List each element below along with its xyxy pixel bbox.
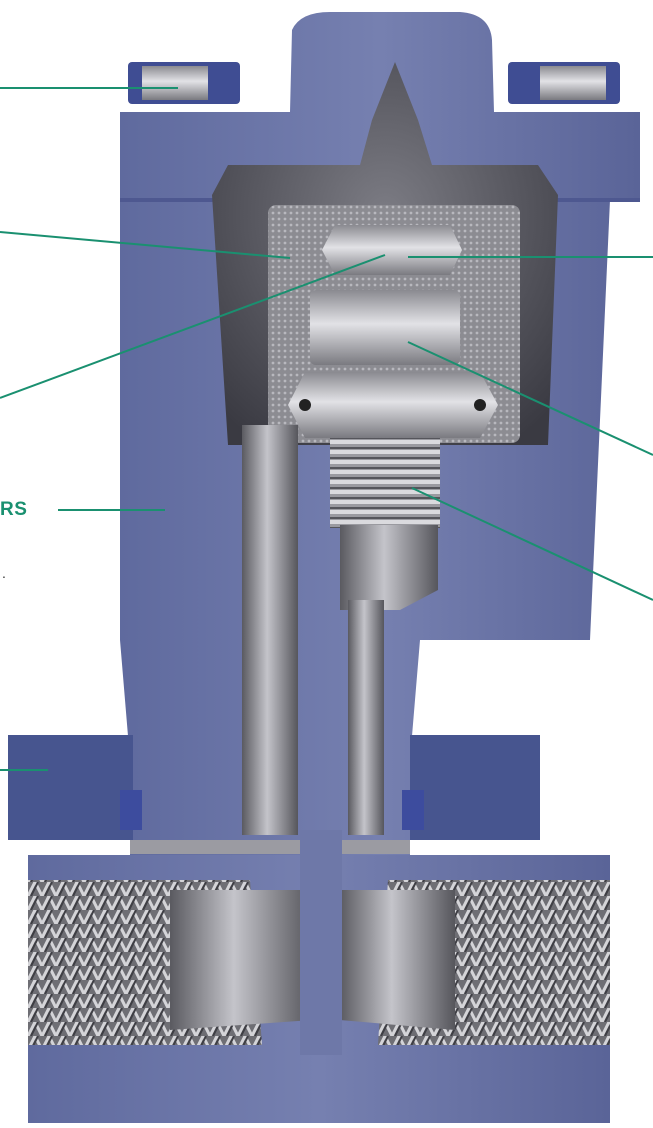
leader-stem-right: [411, 487, 653, 601]
stem-body: [340, 525, 438, 610]
center-web: [300, 830, 342, 1055]
upper-nut: [322, 225, 462, 275]
callout-label-fragment: RS: [0, 499, 28, 520]
outlet-elbow: [340, 890, 455, 1030]
leader-collar-right: [407, 341, 653, 456]
leader-strainer: [0, 231, 291, 259]
gasket-right: [402, 790, 424, 830]
flange-left: [8, 735, 133, 840]
nut-hole-left: [299, 399, 311, 411]
seam-gap: [130, 840, 410, 854]
inlet-elbow: [170, 890, 312, 1030]
lower-hex-nut: [288, 372, 498, 438]
cap-bolt-left-head: [142, 66, 208, 100]
gasket-left: [120, 790, 142, 830]
nut-hole-right: [474, 399, 486, 411]
inlet-tube: [242, 425, 298, 835]
leader-nut-left: [0, 254, 386, 399]
valve-collar: [310, 290, 460, 365]
cap-bolt-right-head: [540, 66, 606, 100]
flange-right: [410, 735, 540, 840]
outlet-tube: [348, 600, 384, 835]
stray-mark: .: [2, 565, 6, 581]
threaded-stem: [330, 438, 440, 528]
